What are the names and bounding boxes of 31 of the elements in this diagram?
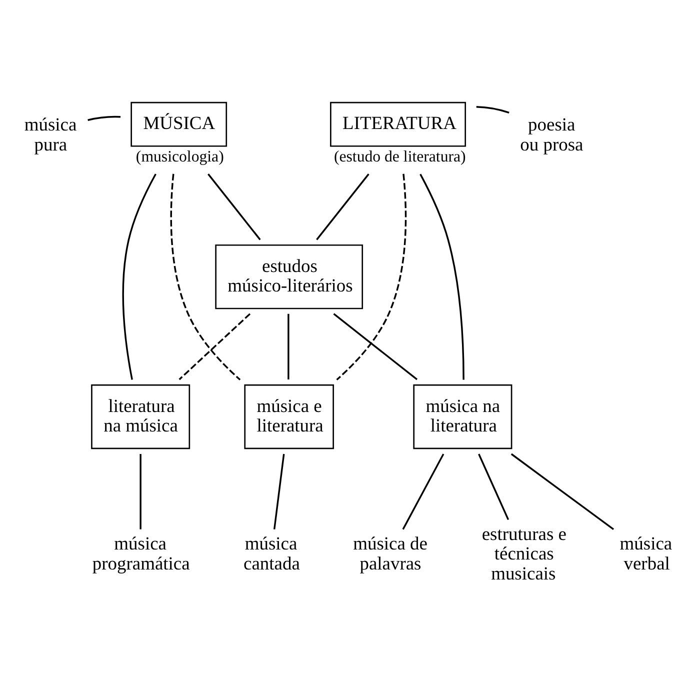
connector [420,173,464,380]
connector [88,115,121,120]
node-label: (musicologia) [136,148,224,165]
connector [208,173,261,240]
node-box: música na literatura [413,384,512,449]
node-text: estruturas e técnicas musicais [482,523,566,583]
connector [402,453,444,530]
connector [288,313,290,379]
connector [170,173,241,380]
node-label: (estudo de literatura) [334,148,466,165]
node-box: estudos músico-literários [215,244,364,309]
connector [510,452,614,530]
connector [336,173,407,380]
node-text: música pura [24,114,77,154]
connector [122,173,156,380]
node-text: música cantada [244,533,300,574]
node-text: música programática [92,533,190,574]
node-box: literatura na música [91,384,190,449]
node-text: música verbal [620,533,672,574]
node-box: música e literatura [244,384,334,449]
connector [476,106,510,113]
connector [178,312,251,380]
node-text: música de palavras [353,533,428,574]
node-box: LITERATURA [330,101,466,146]
connector [316,173,370,240]
connector [333,312,418,380]
node-box: MÚSICA [130,101,228,146]
connector [273,453,285,529]
connector [140,454,142,529]
node-text: poesia ou prosa [520,114,584,154]
connector [478,453,510,520]
